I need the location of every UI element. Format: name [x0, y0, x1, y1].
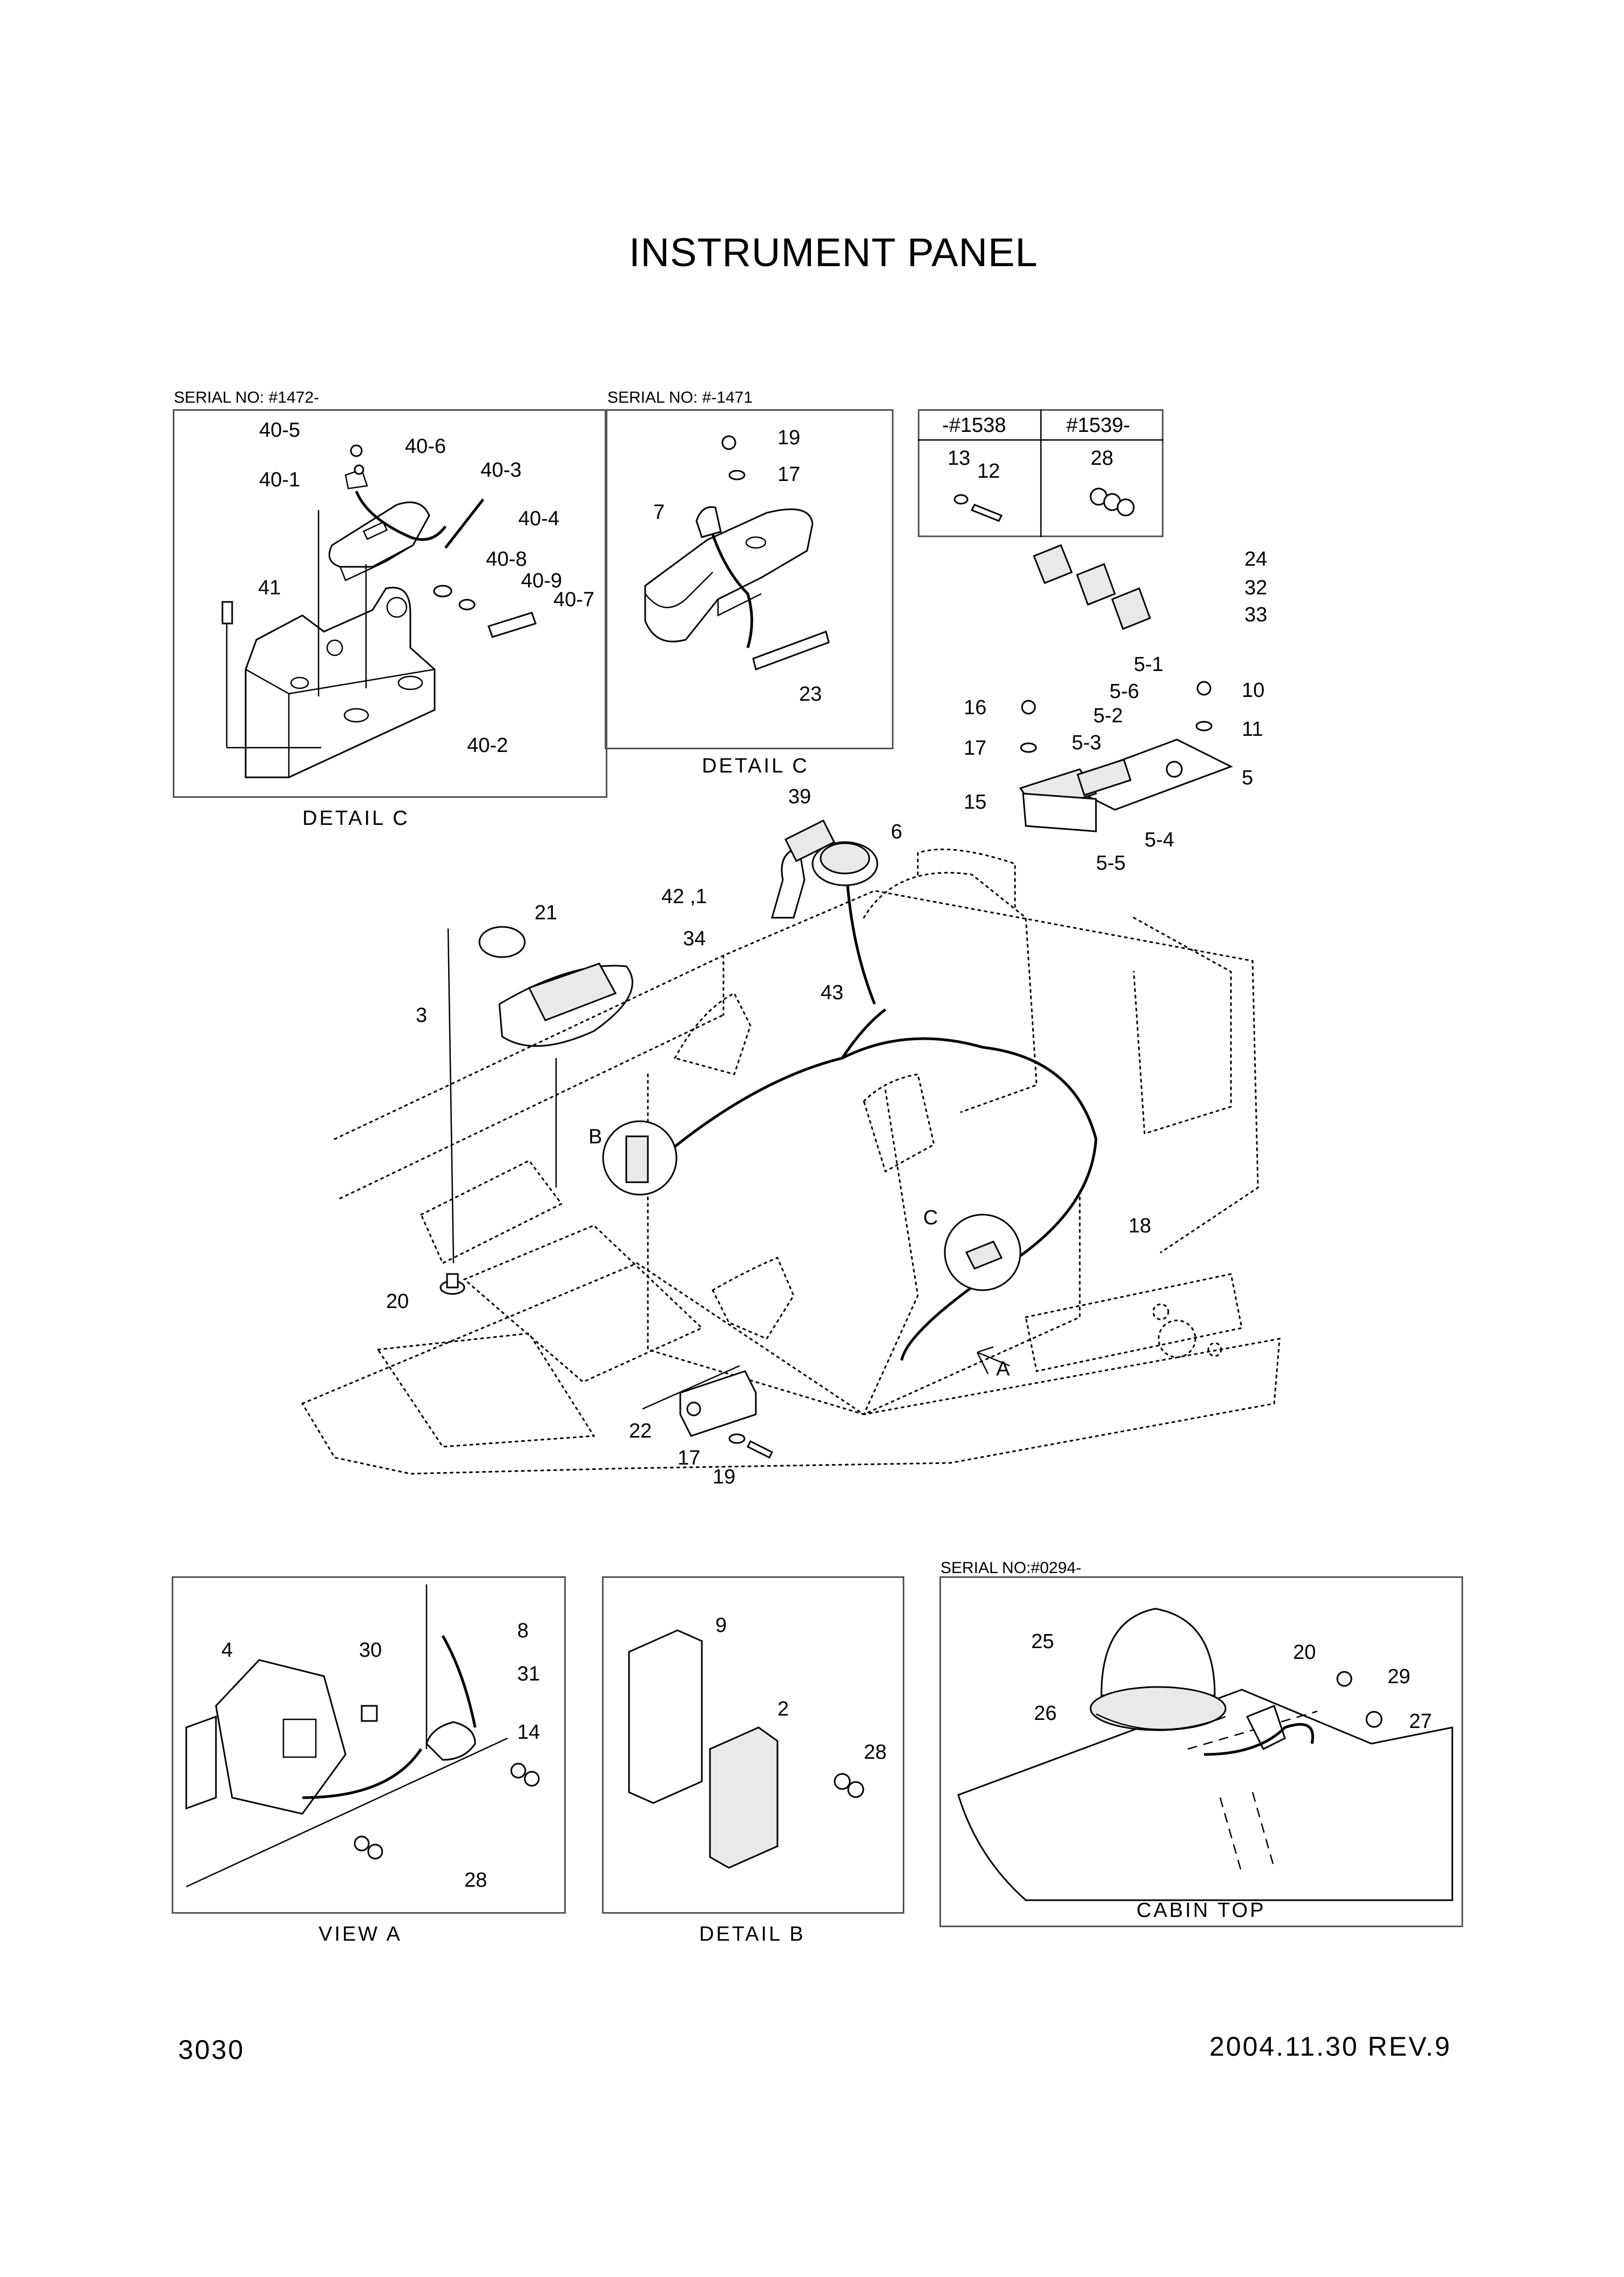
callout-2: 2 [777, 1698, 789, 1720]
detail-c-old-panel [605, 409, 894, 749]
callout-5-6: 5-6 [1109, 680, 1139, 703]
callout-40-8: 40-8 [486, 548, 527, 571]
callout-9: 9 [715, 1614, 727, 1637]
cabin-top-serial: SERIAL NO:#0294- [940, 1559, 1081, 1577]
callout-25: 25 [1031, 1630, 1054, 1653]
serial-table-col2: #1539- [1066, 414, 1131, 437]
callout-40-7: 40-7 [553, 588, 595, 611]
cabin-top-caption: CABIN TOP [1136, 1899, 1266, 1922]
callout-5-2: 5-2 [1093, 704, 1123, 727]
callout-42-1: 42 ,1 [661, 885, 707, 908]
callout-22: 22 [629, 1420, 652, 1442]
callout-12: 12 [977, 460, 1000, 483]
callout-31: 31 [517, 1663, 540, 1685]
callout-17b: 17 [964, 737, 987, 760]
detail-c-old-serial: SERIAL NO: #-1471 [607, 389, 753, 406]
callout-34: 34 [683, 927, 706, 950]
callout-27: 27 [1409, 1710, 1432, 1733]
callout-C: C [923, 1207, 938, 1229]
callout-6: 6 [891, 821, 903, 843]
callout-39: 39 [788, 785, 811, 808]
callout-32: 32 [1244, 577, 1268, 599]
callout-40-1: 40-1 [259, 469, 301, 491]
callout-5-4: 5-4 [1145, 829, 1174, 851]
callout-5-1: 5-1 [1134, 653, 1163, 676]
view-a-caption: VIEW A [319, 1923, 402, 1946]
callout-5: 5 [1242, 767, 1254, 789]
callout-7: 7 [653, 501, 665, 524]
callout-40-2: 40-2 [467, 734, 509, 757]
callout-8: 8 [517, 1619, 529, 1642]
callout-40-5: 40-5 [259, 419, 301, 442]
callout-28b: 28 [464, 1869, 488, 1892]
callout-B: B [588, 1126, 603, 1148]
detail-c-new-caption: DETAIL C [302, 807, 410, 830]
callout-24: 24 [1244, 548, 1268, 571]
detail-c-new-panel [173, 409, 607, 798]
callout-5-5: 5-5 [1096, 852, 1126, 875]
callout-16: 16 [964, 696, 987, 719]
callout-A: A [996, 1358, 1010, 1380]
revision-date: 2004.11.30 REV.9 [1209, 2031, 1452, 2062]
detail-c-old-caption: DETAIL C [702, 755, 809, 777]
callout-20: 20 [386, 1290, 409, 1313]
callout-40-3: 40-3 [481, 459, 522, 482]
callout-11: 11 [1242, 718, 1263, 741]
callout-4: 4 [221, 1639, 233, 1662]
callout-40-9: 40-9 [521, 570, 563, 592]
page-number: 3030 [178, 2035, 245, 2065]
callout-23: 23 [799, 683, 822, 706]
callout-40-6: 40-6 [405, 435, 446, 458]
callout-43: 43 [821, 981, 844, 1004]
callout-10: 10 [1242, 679, 1265, 702]
detail-b-panel [602, 1576, 904, 1914]
view-a-panel [172, 1576, 566, 1914]
callout-3: 3 [416, 1004, 428, 1027]
callout-13: 13 [948, 447, 971, 470]
page-title: INSTRUMENT PANEL [629, 230, 1038, 275]
callout-21: 21 [534, 902, 558, 924]
callout-41: 41 [258, 577, 281, 599]
callout-5-3: 5-3 [1072, 731, 1101, 754]
callout-28c: 28 [864, 1741, 887, 1764]
callout-17c: 17 [678, 1447, 701, 1469]
serial-table-col1: -#1538 [942, 414, 1006, 437]
callout-19: 19 [777, 426, 801, 449]
callout-26: 26 [1034, 1702, 1057, 1725]
callout-33: 33 [1244, 604, 1268, 626]
detail-b-caption: DETAIL B [699, 1923, 806, 1946]
callout-19b: 19 [713, 1466, 736, 1488]
callout-20b: 20 [1293, 1641, 1316, 1664]
callout-28: 28 [1091, 447, 1114, 470]
callout-29: 29 [1388, 1665, 1411, 1688]
callout-17: 17 [777, 463, 801, 486]
callout-18: 18 [1128, 1215, 1152, 1237]
cabin-top-panel [939, 1576, 1463, 1927]
callout-14: 14 [517, 1721, 540, 1744]
detail-c-new-serial: SERIAL NO: #1472- [174, 389, 320, 406]
callout-30: 30 [359, 1639, 382, 1662]
callout-40-4: 40-4 [518, 507, 560, 530]
callout-15: 15 [964, 791, 987, 814]
